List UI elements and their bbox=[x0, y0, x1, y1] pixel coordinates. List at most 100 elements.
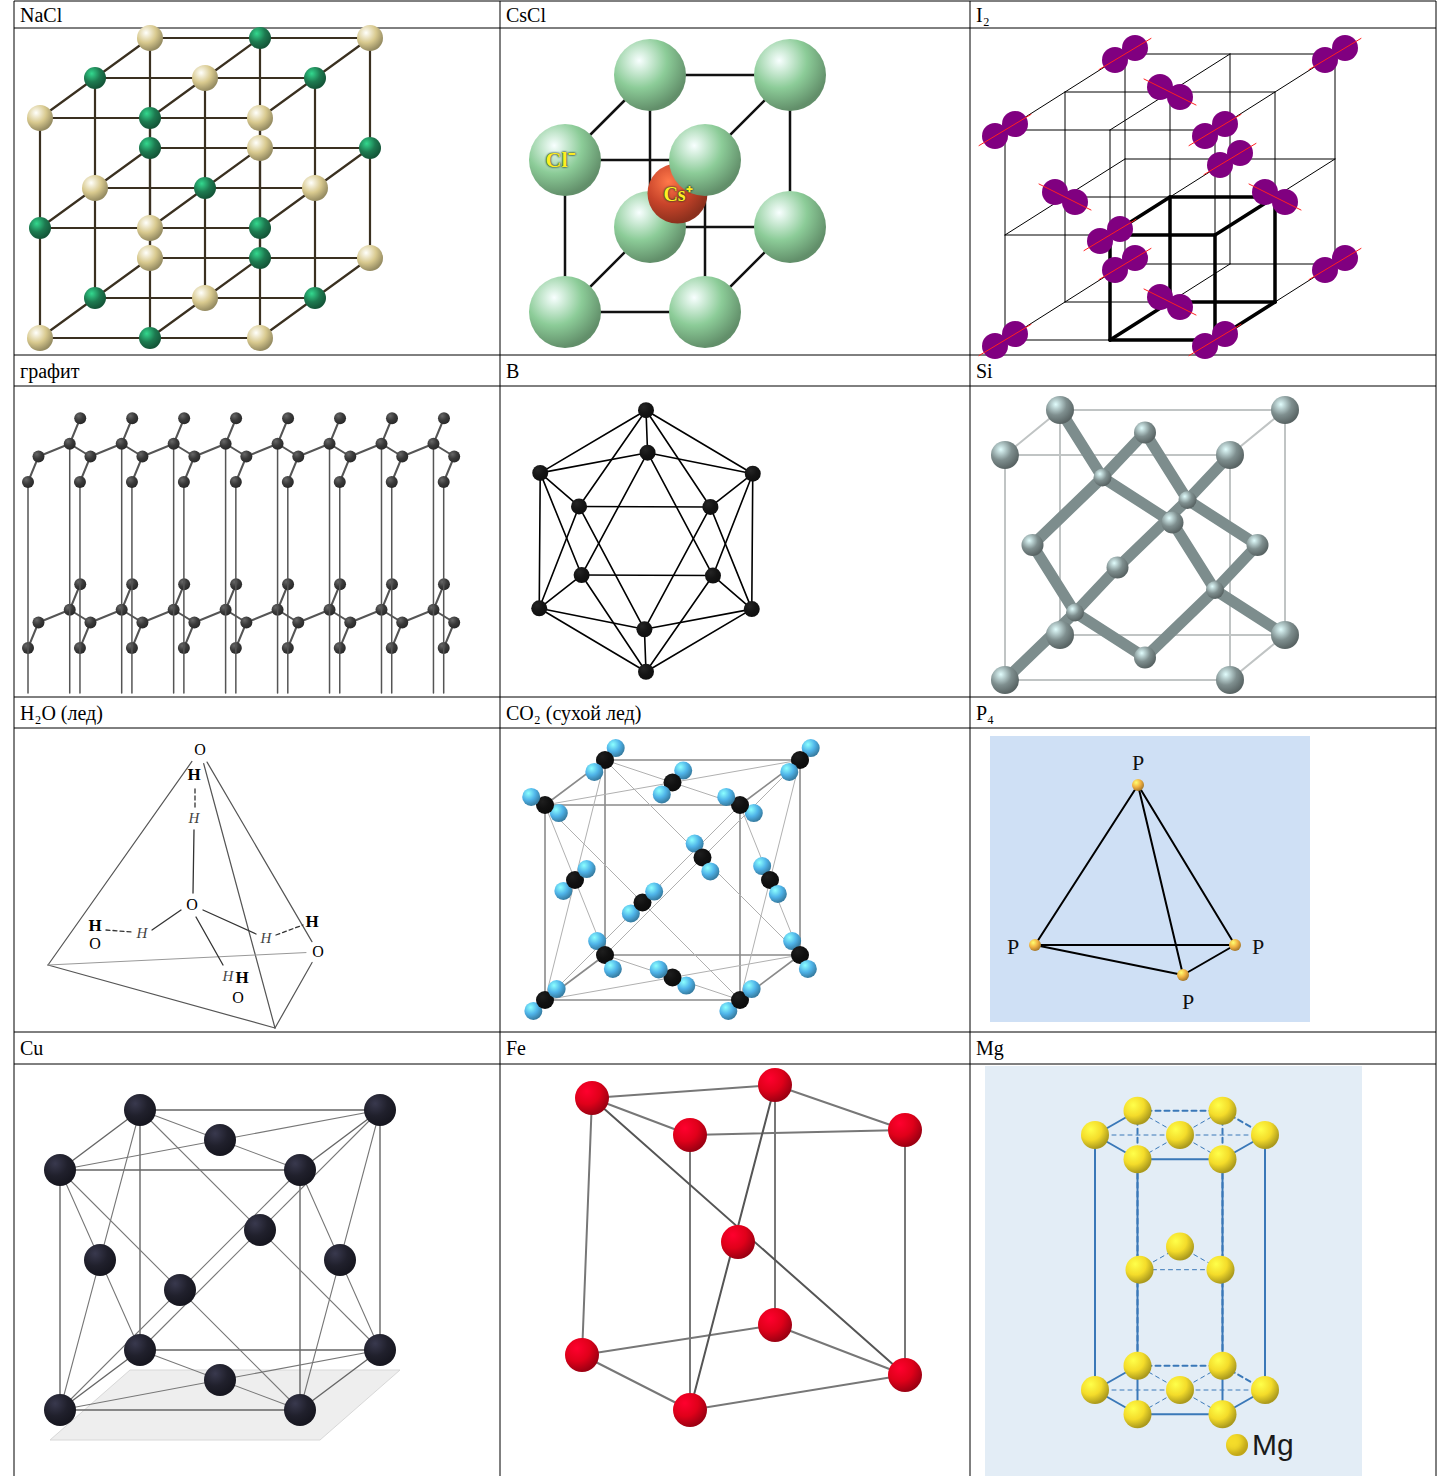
iodine-lattice bbox=[1099, 38, 1151, 69]
table-grid bbox=[14, 355, 1436, 356]
copper-fcc-model bbox=[139, 1110, 140, 1350]
ice-tetrahedron bbox=[204, 764, 275, 1028]
dry-ice-lattice bbox=[605, 759, 800, 761]
nacl-lattice bbox=[84, 67, 106, 89]
silicon-cell bbox=[1179, 491, 1197, 509]
copper-fcc-model bbox=[84, 1244, 116, 1276]
iodine-lattice bbox=[1309, 38, 1361, 69]
iron-bcc-model bbox=[775, 1325, 905, 1375]
copper-fcc-model bbox=[59, 1170, 60, 1410]
nacl-lattice bbox=[39, 118, 41, 228]
boron-icosahedron bbox=[579, 506, 644, 629]
nacl-lattice bbox=[40, 227, 150, 229]
iron-bcc-model bbox=[758, 1068, 792, 1102]
graphite-layers bbox=[173, 444, 175, 693]
graphite-layers bbox=[84, 451, 96, 463]
nacl-lattice bbox=[359, 137, 381, 159]
boron-icosahedron bbox=[744, 601, 760, 617]
graphite-layers bbox=[230, 476, 242, 488]
ice-tetrahedron bbox=[48, 761, 192, 965]
iodine-lattice bbox=[1273, 197, 1277, 302]
table-grid bbox=[14, 28, 1436, 29]
atom-label: P bbox=[1252, 936, 1264, 958]
dry-ice-lattice bbox=[739, 805, 741, 1000]
dry-ice-lattice bbox=[653, 785, 671, 803]
cscl-cell bbox=[754, 39, 826, 111]
atom-label: H bbox=[189, 811, 200, 826]
silicon-cell bbox=[1145, 433, 1188, 501]
silicon-cell bbox=[1134, 422, 1156, 444]
nacl-lattice bbox=[27, 325, 53, 351]
boron-icosahedron bbox=[531, 600, 547, 616]
silicon-cell bbox=[1216, 441, 1244, 469]
cscl-cell bbox=[529, 124, 601, 196]
graphite-layers bbox=[292, 617, 304, 629]
copper-fcc-model bbox=[140, 1350, 300, 1410]
nacl-lattice bbox=[259, 118, 261, 228]
nacl-lattice bbox=[150, 337, 260, 339]
copper-fcc-model bbox=[44, 1394, 76, 1426]
graphite-layers bbox=[396, 451, 408, 463]
dry-ice-lattice bbox=[604, 960, 622, 978]
silicon-cell bbox=[1075, 613, 1145, 658]
boron-icosahedron bbox=[646, 410, 753, 474]
ice-tetrahedron bbox=[48, 761, 312, 1028]
nacl-lattice bbox=[302, 175, 328, 201]
dry-ice-lattice bbox=[544, 805, 546, 1000]
dry-ice-lattice bbox=[545, 804, 740, 806]
dry-ice-lattice bbox=[522, 788, 540, 806]
dry-ice-lattice bbox=[780, 763, 798, 781]
copper-fcc-model bbox=[124, 1334, 156, 1366]
iodine-lattice bbox=[1189, 114, 1241, 145]
copper-fcc-model bbox=[140, 1349, 380, 1350]
dry-ice-lattice bbox=[743, 980, 761, 998]
ice-tetrahedron bbox=[193, 830, 194, 893]
atom-label: O bbox=[232, 990, 244, 1006]
graphite-layers bbox=[27, 482, 29, 693]
graphite-layers bbox=[69, 444, 71, 693]
graphite-layers bbox=[74, 412, 86, 424]
iron-bcc-model bbox=[758, 1308, 792, 1342]
boron-icosahedron bbox=[539, 608, 646, 672]
dry-ice-lattice bbox=[717, 788, 735, 806]
iodine-lattice bbox=[1065, 197, 1275, 198]
p4-tetrahedron bbox=[1035, 945, 1183, 975]
dry-ice-lattice bbox=[545, 955, 800, 1000]
cscl-cell bbox=[529, 276, 601, 348]
dry-ice-lattice bbox=[545, 999, 740, 1001]
iron-bcc-model bbox=[565, 1338, 599, 1372]
nacl-lattice bbox=[149, 228, 151, 338]
silicon-cell bbox=[1005, 679, 1230, 681]
atom-label: O bbox=[186, 897, 198, 913]
dry-ice-lattice bbox=[769, 885, 787, 903]
graphite-layers bbox=[282, 476, 294, 488]
graphite-layers bbox=[168, 438, 180, 450]
boron-icosahedron bbox=[571, 498, 587, 514]
iodine-lattice bbox=[1005, 340, 1215, 341]
silicon-cell bbox=[991, 666, 1019, 694]
dry-ice-lattice bbox=[799, 760, 801, 955]
graphite-layers bbox=[74, 476, 86, 488]
copper-fcc-model bbox=[140, 1110, 300, 1170]
graphite-layers bbox=[188, 451, 200, 463]
iodine-lattice bbox=[1189, 324, 1241, 355]
silicon-cell bbox=[1271, 621, 1299, 649]
boron-icosahedron bbox=[539, 506, 579, 608]
silicon-cell bbox=[1005, 613, 1075, 681]
copper-fcc-model bbox=[244, 1214, 276, 1246]
copper-fcc-model bbox=[300, 1170, 380, 1350]
graphite-layers bbox=[427, 438, 439, 450]
boron-icosahedron bbox=[745, 466, 761, 482]
graphite-layers bbox=[344, 451, 356, 463]
copper-fcc-model bbox=[60, 1110, 380, 1170]
nacl-lattice bbox=[137, 215, 163, 241]
table-grid bbox=[970, 1, 971, 1476]
iodine-lattice bbox=[1125, 54, 1335, 55]
magnesium-hcp bbox=[1124, 1145, 1152, 1173]
nacl-lattice bbox=[314, 188, 316, 298]
dry-ice-lattice bbox=[578, 860, 596, 878]
iodine-lattice bbox=[979, 114, 1031, 145]
boron-icosahedron bbox=[574, 567, 590, 583]
p4-tetrahedron bbox=[1035, 785, 1138, 945]
boron-icosahedron bbox=[582, 453, 648, 575]
